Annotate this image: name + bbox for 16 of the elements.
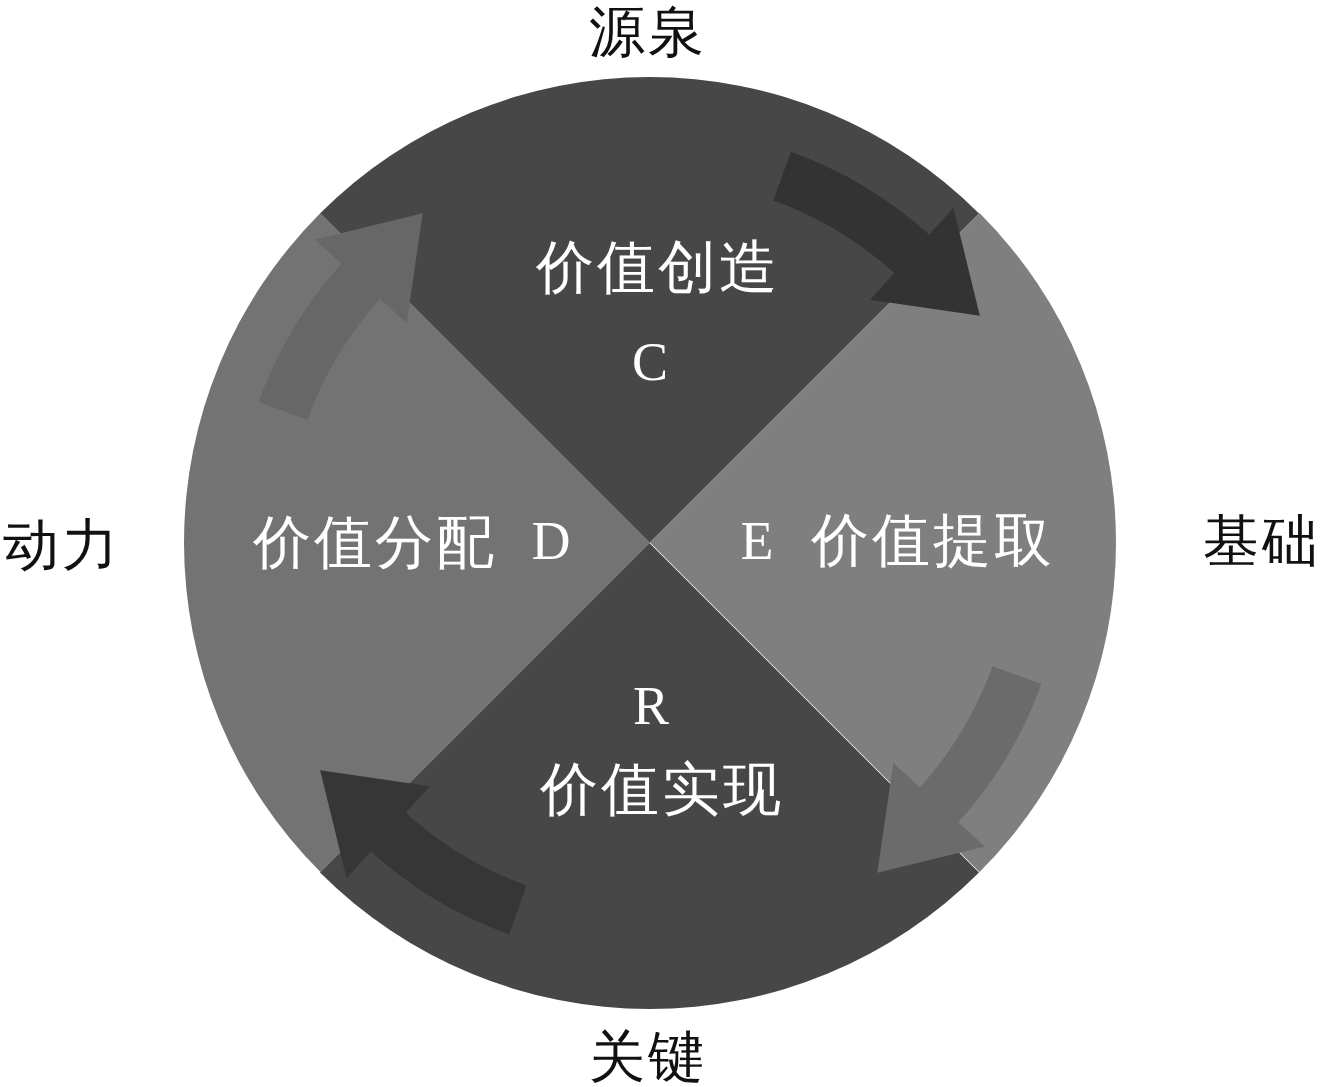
curved-arrow [772, 152, 983, 313]
quadrant-title: 价值分配 [253, 514, 497, 572]
quadrant-title: 价值创造 [536, 239, 780, 297]
outer-label: 基础 [1203, 513, 1321, 569]
letter-label: E [740, 514, 774, 568]
quadrant-title: 价值实现 [540, 761, 784, 819]
quadrant-title: 价值提取 [811, 512, 1055, 570]
letter-label: D [531, 514, 571, 568]
outer-label: 动力 [3, 517, 121, 573]
letter-label: C [631, 335, 668, 389]
curved-arrow [259, 210, 420, 421]
letter-label: R [632, 679, 669, 733]
outer-label: 关键 [589, 1029, 707, 1085]
outer-label: 源泉 [589, 4, 707, 60]
curved-arrow [880, 665, 1041, 876]
curved-arrow [317, 773, 528, 934]
